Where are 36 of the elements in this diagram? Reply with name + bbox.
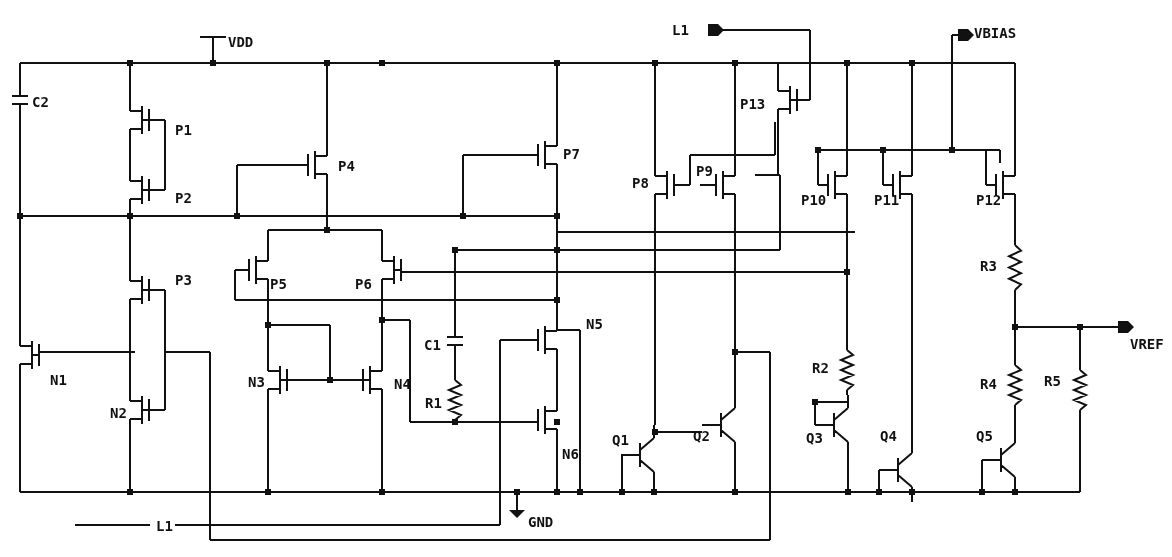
component-label: R4	[980, 376, 997, 392]
component-label: P9	[696, 163, 713, 179]
signal-label: GND	[528, 514, 554, 530]
component-label: Q5	[976, 428, 993, 444]
signal-label: L1	[156, 518, 173, 534]
component-label: P3	[175, 272, 192, 288]
component-label: P13	[740, 96, 766, 112]
component-label: Q1	[612, 432, 629, 448]
signal-label: VDD	[228, 34, 254, 50]
component-label: P6	[355, 276, 372, 292]
component-label: N2	[110, 405, 127, 421]
component-label: N6	[562, 446, 579, 462]
component-label: R2	[812, 360, 829, 376]
component-label: P8	[632, 175, 649, 191]
component-label: P4	[338, 158, 355, 174]
signal-label: VREF	[1130, 336, 1164, 352]
component-label: N5	[586, 316, 603, 332]
component-label: C2	[32, 94, 49, 110]
component-label: P10	[801, 192, 827, 208]
component-label: R1	[425, 395, 442, 411]
component-label: R3	[980, 258, 997, 274]
component-label: N3	[248, 374, 265, 390]
signal-label: VBIAS	[974, 25, 1017, 41]
component-label: Q4	[880, 428, 897, 444]
component-label: C1	[424, 337, 441, 353]
component-label: R5	[1044, 373, 1061, 389]
component-label: P5	[270, 276, 287, 292]
signal-label: L1	[672, 22, 689, 38]
component-label: P2	[175, 190, 192, 206]
component-label: P7	[563, 146, 580, 162]
component-label: N4	[394, 376, 411, 392]
component-label: N1	[50, 372, 67, 388]
component-label: Q3	[806, 430, 823, 446]
component-label: P12	[976, 192, 1002, 208]
component-label: P11	[874, 192, 900, 208]
component-label: P1	[175, 122, 192, 138]
